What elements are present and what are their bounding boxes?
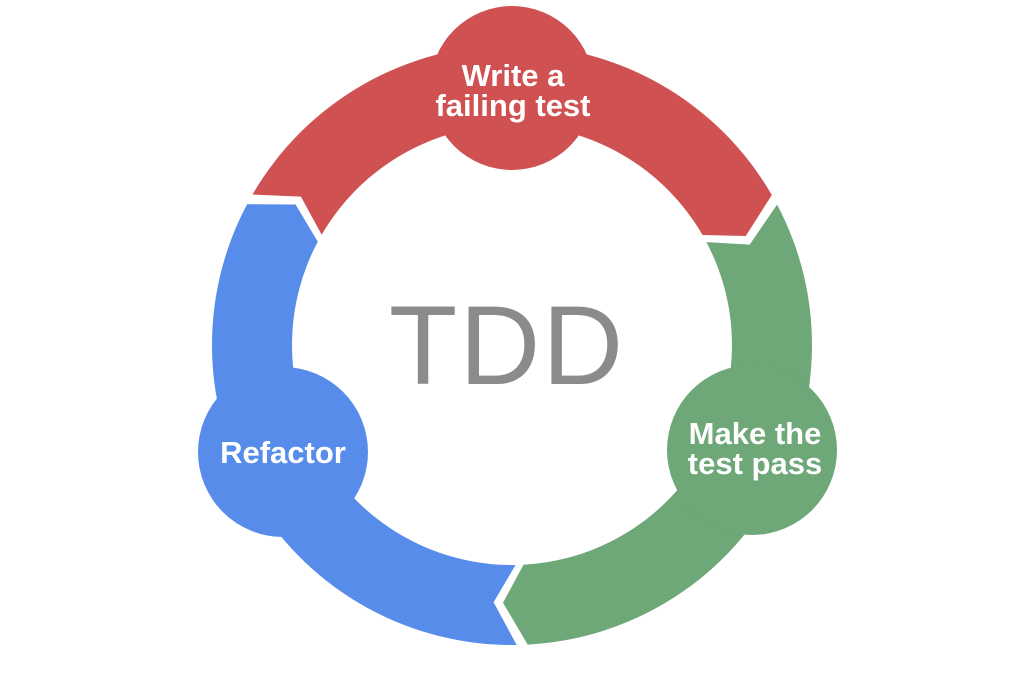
segment-label-line: test pass <box>688 446 822 481</box>
segment-arc-write-failing-test <box>252 45 772 236</box>
segment-label-line: Refactor <box>220 435 346 470</box>
segment-label-line: failing test <box>435 88 590 123</box>
segment-arc-make-test-pass <box>503 204 812 645</box>
segment-label-line: Write a <box>462 58 566 93</box>
segment-bubble-make-test-pass <box>667 365 837 535</box>
segment-label-line: Make the <box>689 416 822 451</box>
segment-bubble-refactor <box>198 367 368 537</box>
diagram-title: TDD <box>389 283 625 408</box>
segment-refactor: Refactor <box>198 204 517 646</box>
segment-bubble-write-failing-test <box>430 6 594 170</box>
segment-label-refactor: Refactor <box>220 435 346 470</box>
